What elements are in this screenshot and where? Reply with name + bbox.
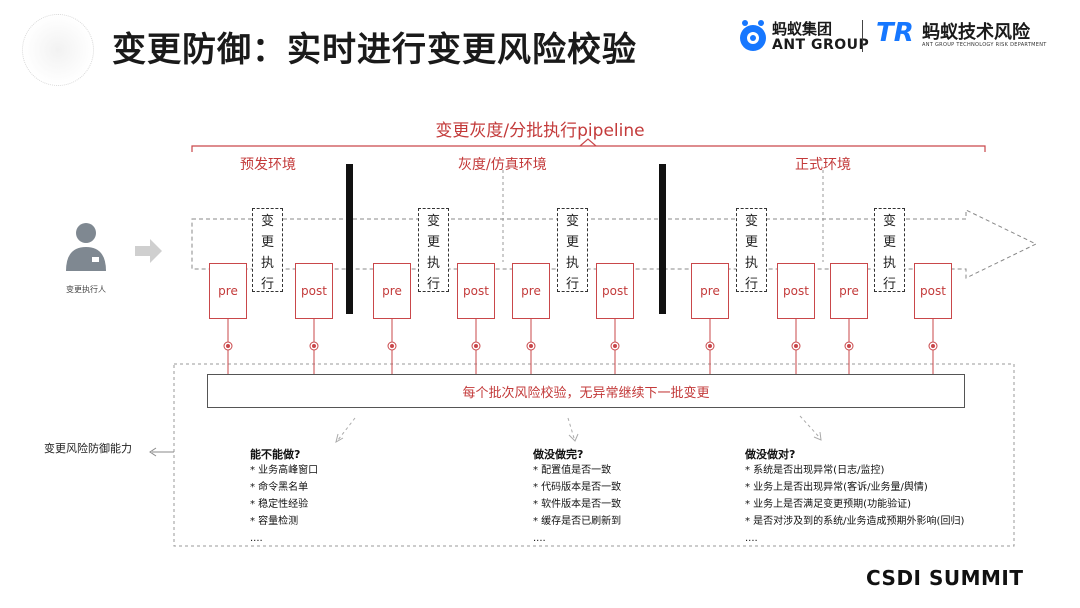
pipeline-brace-notch — [579, 138, 597, 147]
ant-group-en: ANT GROUP — [772, 37, 870, 53]
list-item: * 是否对涉及到的系统/业务造成预期外影响(回归) — [745, 516, 965, 527]
env-label-prod: 正式环境 — [795, 157, 851, 173]
risk-container — [173, 363, 1015, 547]
change-exec-box: 变更执行 — [736, 208, 767, 292]
post-check-box: post — [777, 263, 815, 319]
check-title: 能不能做? — [250, 448, 301, 461]
change-exec-box: 变更执行 — [874, 208, 905, 292]
hook-dot — [226, 344, 230, 348]
post-check-box: post — [596, 263, 634, 319]
hook-dot — [708, 344, 712, 348]
list-item: * 业务高峰窗口 — [250, 465, 319, 476]
pre-check-box: pre — [691, 263, 729, 319]
tr-logo: TR — [876, 18, 914, 48]
user-label: 变更执行人 — [66, 285, 106, 294]
env-divider-2 — [659, 164, 666, 314]
change-exec-box: 变更执行 — [418, 208, 449, 292]
pre-check-box: pre — [373, 263, 411, 319]
list-item: * 缓存是否已刷新到 — [533, 516, 622, 527]
change-exec-box: 变更执行 — [252, 208, 283, 292]
pre-check-box: pre — [830, 263, 868, 319]
check-column-done: 做没做完? * 配置值是否一致 * 代码版本是否一致 * 软件版本是否一致 * … — [533, 446, 621, 547]
check-column-can-do: 能不能做? * 业务高峰窗口 * 命令黑名单 * 稳定性经验 * 容量检测 ..… — [250, 446, 318, 547]
pre-check-box: pre — [512, 263, 550, 319]
hook-dot — [312, 344, 316, 348]
hook-dot — [847, 344, 851, 348]
hook-dot — [390, 344, 394, 348]
list-item: * 代码版本是否一致 — [533, 482, 622, 493]
env-divider-1 — [346, 164, 353, 314]
list-item: * 配置值是否一致 — [533, 465, 612, 476]
hook-dot — [529, 344, 533, 348]
batch-risk-check-bar: 每个批次风险校验，无异常继续下一批变更 — [207, 374, 965, 408]
post-check-box: post — [457, 263, 495, 319]
pre-check-box: pre — [209, 263, 247, 319]
list-item: * 系统是否出现异常(日志/监控) — [745, 465, 885, 476]
hook-dot — [931, 344, 935, 348]
risk-dept-en: ANT GROUP TECHNOLOGY RISK DEPARTMENT — [922, 42, 1047, 48]
page-title: 变更防御：实时进行变更风险校验 — [112, 30, 637, 70]
ant-group-logo-icon — [740, 20, 766, 51]
risk-dept-cn: 蚂蚁技术风险 — [922, 22, 1030, 43]
pipeline-brace — [191, 145, 986, 152]
pipeline-title: 变更灰度/分批执行pipeline — [435, 121, 645, 141]
list-item: * 命令黑名单 — [250, 482, 309, 493]
list-item: * 稳定性经验 — [250, 499, 309, 510]
ant-group-cn: 蚂蚁集团 — [772, 20, 833, 38]
list-item: .... — [745, 533, 758, 544]
post-check-box: post — [295, 263, 333, 319]
hook-dot — [794, 344, 798, 348]
list-item: * 业务上是否满足变更预期(功能验证) — [745, 499, 911, 510]
decorative-circle — [22, 14, 94, 86]
logo-separator — [862, 20, 863, 52]
env-label-gray: 灰度/仿真环境 — [458, 157, 547, 173]
hook-dot — [474, 344, 478, 348]
user-arrow — [135, 239, 162, 263]
user-icon — [66, 223, 106, 271]
hook-dot — [613, 344, 617, 348]
list-item: * 容量检测 — [250, 516, 299, 527]
list-item: .... — [250, 533, 263, 544]
check-title: 做没做完? — [533, 448, 584, 461]
side-label: 变更风险防御能力 — [44, 442, 132, 455]
post-check-box: post — [914, 263, 952, 319]
list-item: .... — [533, 533, 546, 544]
list-item: * 软件版本是否一致 — [533, 499, 622, 510]
list-item: * 业务上是否出现异常(客诉/业务量/舆情) — [745, 482, 928, 493]
change-exec-box: 变更执行 — [557, 208, 588, 292]
check-column-correct: 做没做对? * 系统是否出现异常(日志/监控) * 业务上是否出现异常(客诉/业… — [745, 446, 964, 547]
footer-brand: CSDI SUMMIT — [866, 566, 1024, 590]
check-title: 做没做对? — [745, 448, 796, 461]
env-label-pre: 预发环境 — [240, 157, 296, 173]
